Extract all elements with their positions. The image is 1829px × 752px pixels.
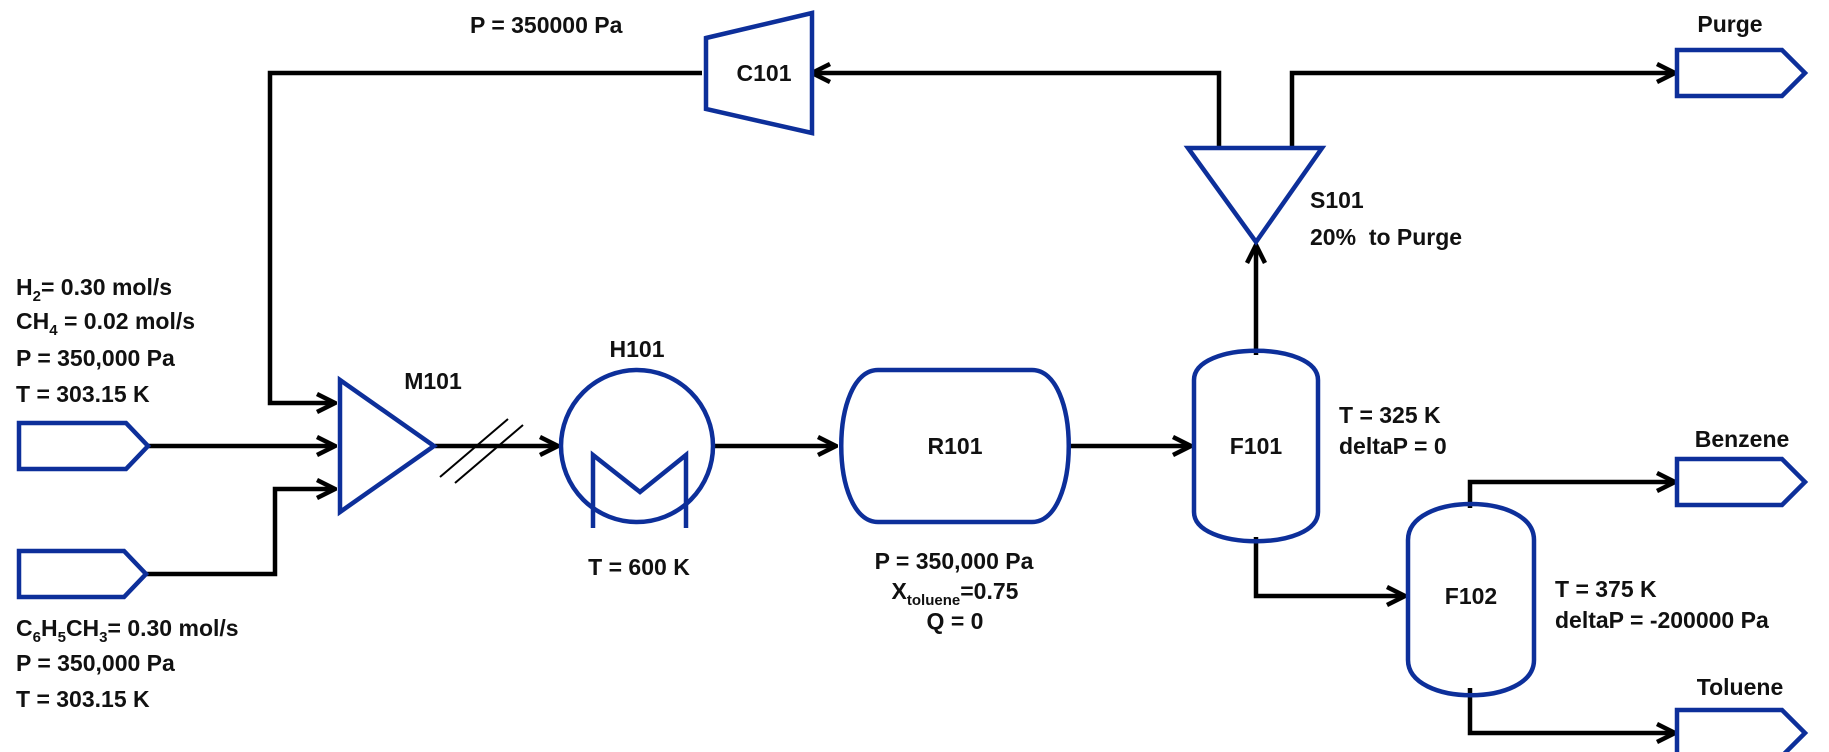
splitter-s101[interactable] [1183, 145, 1327, 246]
feed-gas-pressure: P = 350,000 Pa [16, 345, 175, 371]
label-purge: Purge [1697, 11, 1762, 37]
label-m101: M101 [404, 368, 462, 394]
product-purge[interactable] [1674, 47, 1809, 99]
stream-to-benzene[interactable] [1467, 482, 1675, 508]
label-r101: R101 [928, 433, 983, 459]
stream-toluene-feed[interactable] [146, 489, 335, 577]
heater-h101[interactable] [558, 367, 716, 528]
feed-toluene-source[interactable] [16, 548, 150, 600]
feed-gas-temperature: T = 303.15 K [16, 381, 150, 407]
feed-toluene-pressure: P = 350,000 Pa [16, 650, 175, 676]
annotation-f102-dp: deltaP = -200000 Pa [1555, 607, 1769, 633]
flash-drum-f101[interactable] [1191, 348, 1321, 544]
annotation-f101-dp: deltaP = 0 [1339, 433, 1447, 459]
feed-gas-source[interactable] [16, 420, 152, 472]
stream-recycle-to-compressor[interactable] [812, 73, 1222, 148]
product-toluene[interactable] [1674, 707, 1809, 752]
feed-toluene-temperature: T = 303.15 K [16, 686, 150, 712]
product-benzene[interactable] [1674, 456, 1809, 508]
label-f102: F102 [1445, 583, 1497, 609]
label-h101: H101 [610, 336, 665, 362]
annotation-splitter-spec: 20% to Purge [1310, 224, 1462, 250]
stream-flash-liquid-to-f102[interactable] [1253, 537, 1405, 596]
flash-drum-f102[interactable] [1405, 501, 1537, 698]
annotation-recycle-pressure: P = 350000 Pa [470, 12, 623, 38]
feed-gas-ch4: CH4 = 0.02 mol/s [16, 308, 195, 339]
label-benzene: Benzene [1695, 426, 1790, 452]
feed-toluene-flow: C6H5CH3= 0.30 mol/s [16, 615, 239, 646]
annotation-heater-temp: T = 600 K [588, 554, 690, 580]
annotation-f101-temp: T = 325 K [1339, 402, 1441, 428]
label-toluene: Toluene [1697, 674, 1783, 700]
label-f101: F101 [1230, 433, 1283, 459]
feed-gas-h2: H2= 0.30 mol/s [16, 274, 172, 305]
label-c101: C101 [737, 60, 792, 86]
reactor-r101[interactable] [839, 367, 1071, 525]
annotation-f102-temp: T = 375 K [1555, 576, 1657, 602]
stream-recycle-to-mixer[interactable] [267, 70, 702, 403]
compressor-c101[interactable] [703, 10, 815, 136]
stream-hatch-mark [439, 418, 509, 478]
stream-hatch-mark [454, 424, 524, 484]
annotation-reactor-conversion: Xtoluene=0.75 [892, 578, 1019, 609]
annotation-reactor-duty: Q = 0 [927, 608, 984, 634]
label-s101: S101 [1310, 187, 1364, 213]
annotation-reactor-pressure: P = 350,000 Pa [875, 548, 1034, 574]
stream-to-purge[interactable] [1289, 73, 1675, 148]
mixer-m101[interactable] [337, 375, 438, 517]
stream-to-toluene[interactable] [1467, 688, 1675, 733]
